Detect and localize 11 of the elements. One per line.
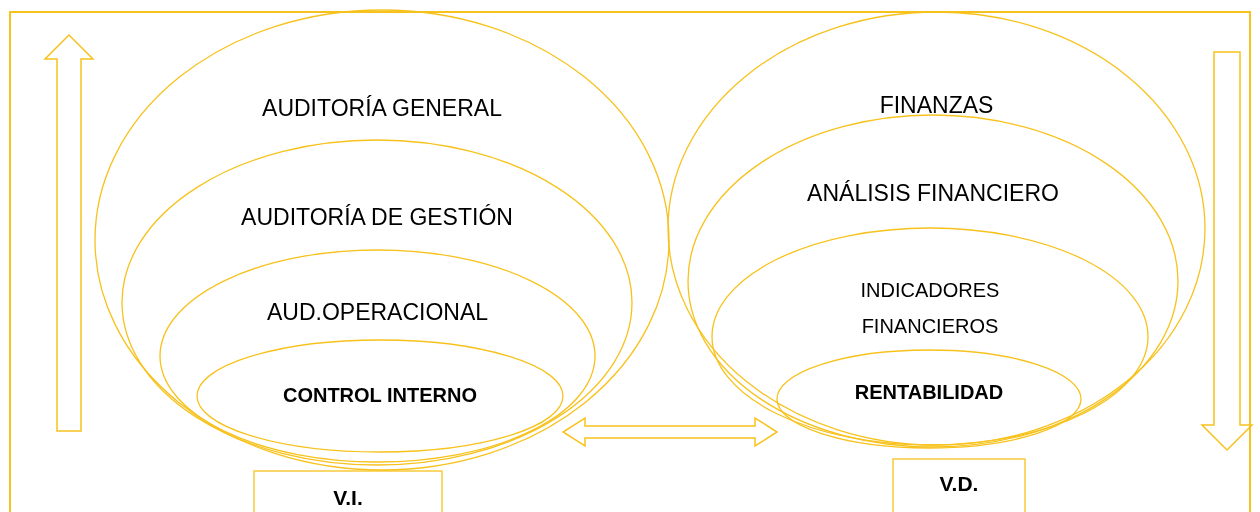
- concept-label: ANÁLISIS FINANCIERO: [807, 179, 1059, 208]
- concept-label: RENTABILIDAD: [854, 380, 1004, 405]
- double-arrow: [561, 416, 779, 448]
- variable-label: V.D.: [939, 471, 979, 497]
- variable-label: V.I.: [333, 485, 363, 511]
- concept-label: FINANZAS: [879, 91, 994, 120]
- concept-label: INDICADORES FINANCIEROS: [859, 278, 1001, 339]
- concept-label: AUD.OPERACIONAL: [266, 298, 489, 327]
- concept-label: AUDITORÍA DE GESTIÓN: [241, 203, 513, 232]
- concept-label: CONTROL INTERNO: [282, 383, 478, 408]
- concept-label: AUDITORÍA GENERAL: [262, 94, 502, 123]
